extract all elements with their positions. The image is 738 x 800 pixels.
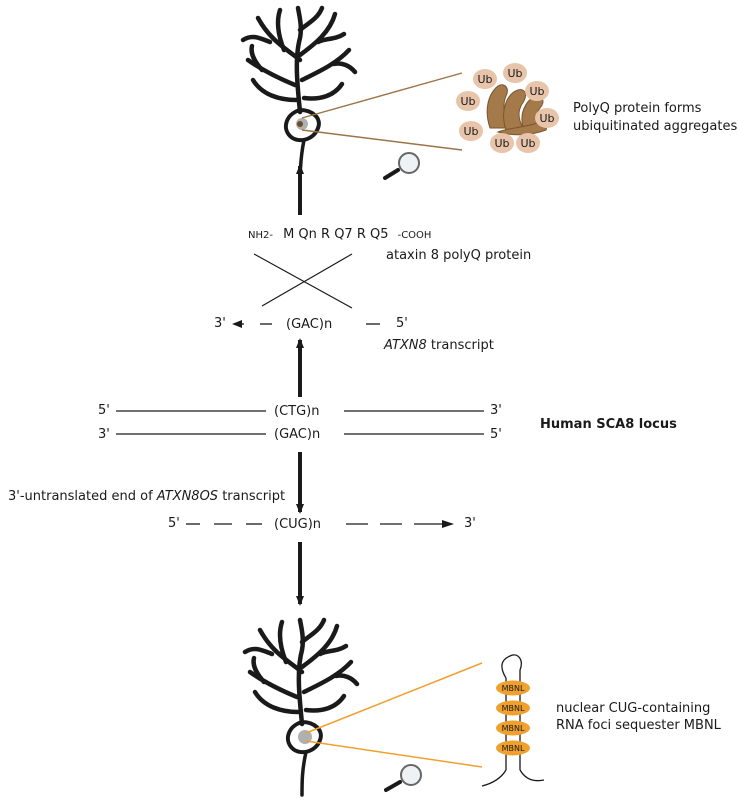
bottom-nucleus-icon (298, 730, 312, 744)
locus-bottom-left: 3' (98, 427, 110, 442)
bottom-zoom-line-upper (305, 662, 483, 734)
svg-text:MBNL: MBNL (502, 684, 525, 693)
top-zoom-line-lower (301, 129, 463, 151)
mbnl-protein: MBNL (496, 740, 530, 756)
svg-text:Ub: Ub (507, 67, 522, 80)
svg-text:Ub: Ub (529, 85, 544, 98)
atxn8os-label: 3'-untranslated end of ATXN8OS transcrip… (8, 489, 285, 504)
atxn8-transcript-label: ATXN8 transcript (383, 338, 494, 353)
bottom-zoom-line-lower (305, 740, 483, 768)
translation-blocked-cross (261, 253, 353, 307)
polyq-aggregate-icon (486, 84, 547, 136)
ub-circle: Ub (535, 108, 559, 128)
bottom-neuron-icon (242, 617, 360, 797)
svg-text:MBNL: MBNL (502, 724, 525, 733)
ub-circle: Ub (456, 91, 480, 111)
top-zoom-line-upper (301, 72, 463, 119)
top-caption-line2: ubiquitinated aggregates (573, 119, 737, 134)
ub-circle: Ub (516, 133, 540, 153)
top-neuron-icon (240, 5, 358, 197)
atxn8-end-right: 5' (396, 316, 408, 331)
mbnl-protein: MBNL (496, 720, 530, 736)
protein-sequence: NH2- M Qn R Q7 R Q5 -COOH (248, 223, 431, 242)
locus-top-right: 3' (490, 403, 502, 418)
bottom-caption-line2: RNA foci sequester MBNL (556, 718, 722, 733)
mbnl-proteins: MBNL MBNL MBNL MBNL (496, 680, 530, 756)
locus-bottom-repeat: (GAC)n (274, 427, 320, 442)
mbnl-protein: MBNL (496, 680, 530, 696)
svg-text:Ub: Ub (494, 137, 509, 150)
svg-text:Ub: Ub (477, 73, 492, 86)
svg-text:MBNL: MBNL (502, 704, 525, 713)
mbnl-protein: MBNL (496, 700, 530, 716)
svg-text:Ub: Ub (463, 125, 478, 138)
atxn8os-end-left: 5' (168, 516, 180, 531)
svg-text:Ub: Ub (539, 112, 554, 125)
atxn8os-repeat: (CUG)n (274, 517, 321, 532)
ub-circle: Ub (525, 81, 549, 101)
svg-text:Ub: Ub (460, 95, 475, 108)
ubiquitin-ring: Ub Ub Ub Ub Ub Ub Ub Ub (456, 63, 559, 153)
locus-bottom-right: 5' (490, 427, 502, 442)
svg-text:Ub: Ub (520, 137, 535, 150)
locus-top-repeat: (CTG)n (274, 404, 319, 419)
atxn8os-end-right: 3' (464, 516, 476, 531)
atxn8-repeat: (GAC)n (286, 317, 332, 332)
top-magnifier-icon (383, 152, 420, 180)
protein-name: ataxin 8 polyQ protein (386, 248, 531, 263)
top-aggregate-dot-icon (297, 121, 303, 127)
rna-hairpin-icon (481, 654, 545, 787)
locus-title: Human SCA8 locus (540, 417, 677, 432)
ub-circle: Ub (473, 69, 497, 89)
translation-blocked-cross (253, 253, 353, 309)
svg-text:MBNL: MBNL (502, 744, 525, 753)
ub-circle: Ub (503, 63, 527, 83)
top-caption-line1: PolyQ protein forms (573, 101, 702, 116)
ub-circle: Ub (490, 133, 514, 153)
atxn8-end-left: 3' (214, 316, 226, 331)
locus-top-left: 5' (98, 403, 110, 418)
bottom-caption-line1: nuclear CUG-containing (556, 701, 710, 716)
ub-circle: Ub (459, 121, 483, 141)
bottom-magnifier-icon (384, 764, 422, 792)
